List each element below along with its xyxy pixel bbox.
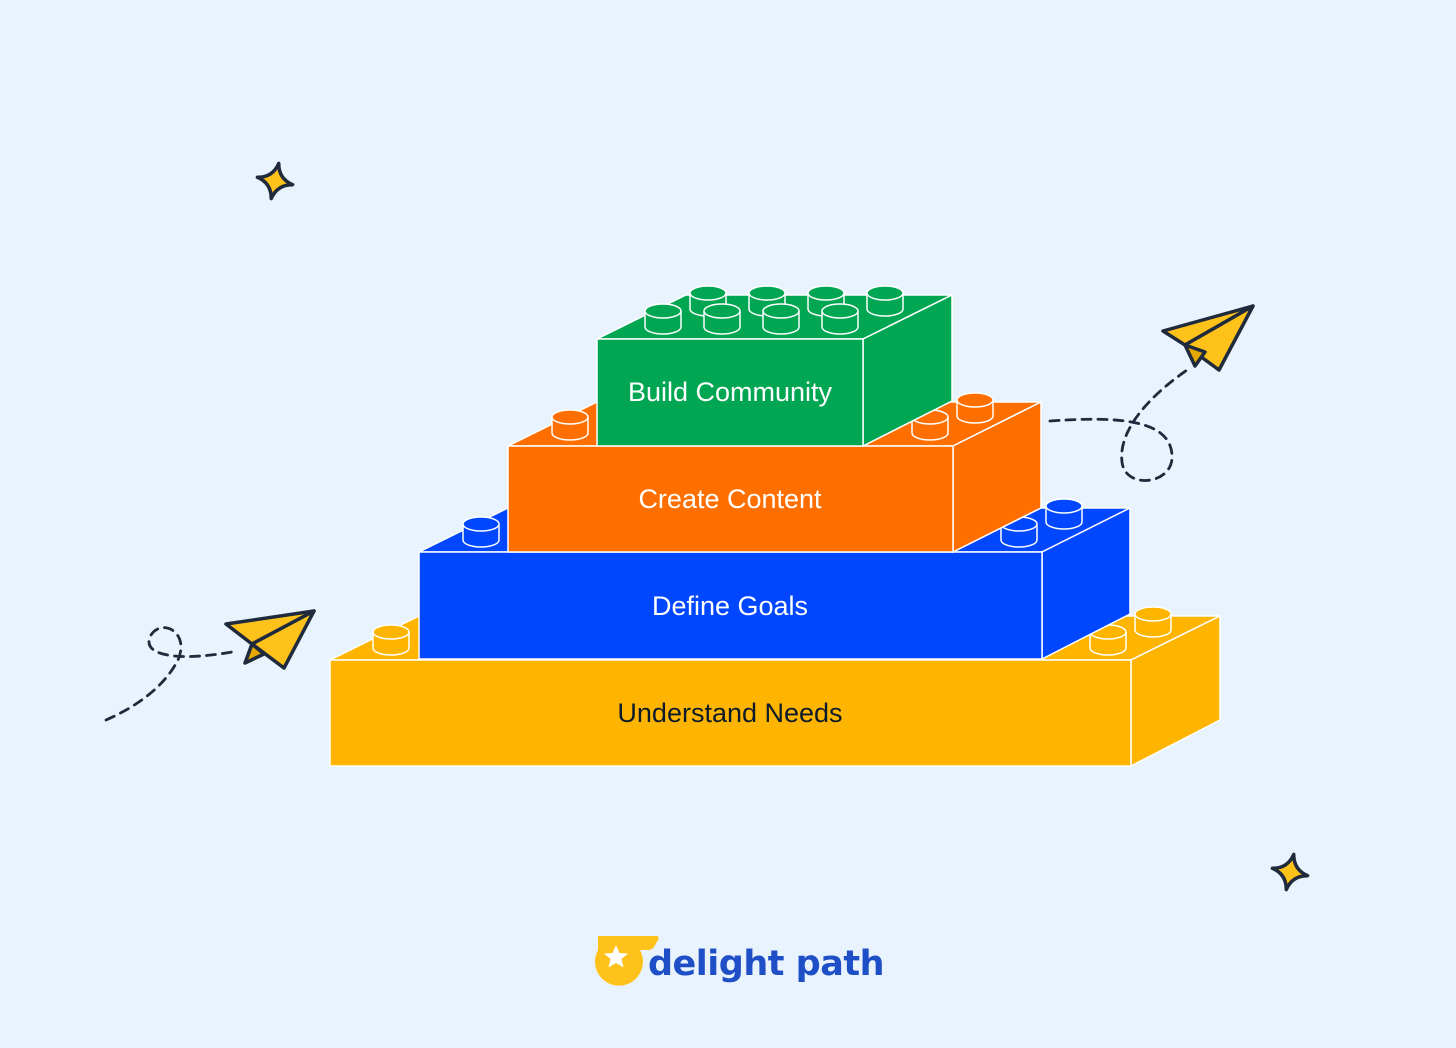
block-stud xyxy=(462,516,500,548)
block-label: Define Goals xyxy=(652,591,808,621)
block-front-face xyxy=(507,445,954,553)
dashed-trail xyxy=(1048,366,1192,482)
block-stud xyxy=(762,303,800,335)
sparkle-icon xyxy=(1270,852,1310,892)
block-stud xyxy=(911,409,949,441)
block-label: Understand Needs xyxy=(617,698,842,728)
block-front-face xyxy=(329,659,1132,767)
block-stud xyxy=(1045,498,1083,530)
block-stud xyxy=(551,409,589,441)
block-label: Create Content xyxy=(638,484,822,514)
block-stud xyxy=(372,624,410,656)
logo-mark-icon xyxy=(595,936,659,986)
block-stud xyxy=(703,303,741,335)
paper-plane-icon xyxy=(1161,304,1255,372)
diagram-block-build-community: Build Community xyxy=(596,285,953,448)
block-front-face xyxy=(596,338,864,447)
brand-name: delight path xyxy=(648,944,884,984)
block-label: Build Community xyxy=(628,377,833,407)
sparkle-icon xyxy=(255,161,295,201)
block-stud xyxy=(866,285,904,317)
block-stud xyxy=(1089,624,1127,656)
block-front-face xyxy=(418,551,1043,660)
block-stud xyxy=(956,392,994,424)
paper-plane-icon xyxy=(224,609,316,670)
dashed-trail xyxy=(104,626,234,722)
block-stud xyxy=(821,303,859,335)
block-stud xyxy=(644,303,682,335)
block-stud xyxy=(1134,606,1172,638)
brand-logo: delight path xyxy=(595,936,885,986)
